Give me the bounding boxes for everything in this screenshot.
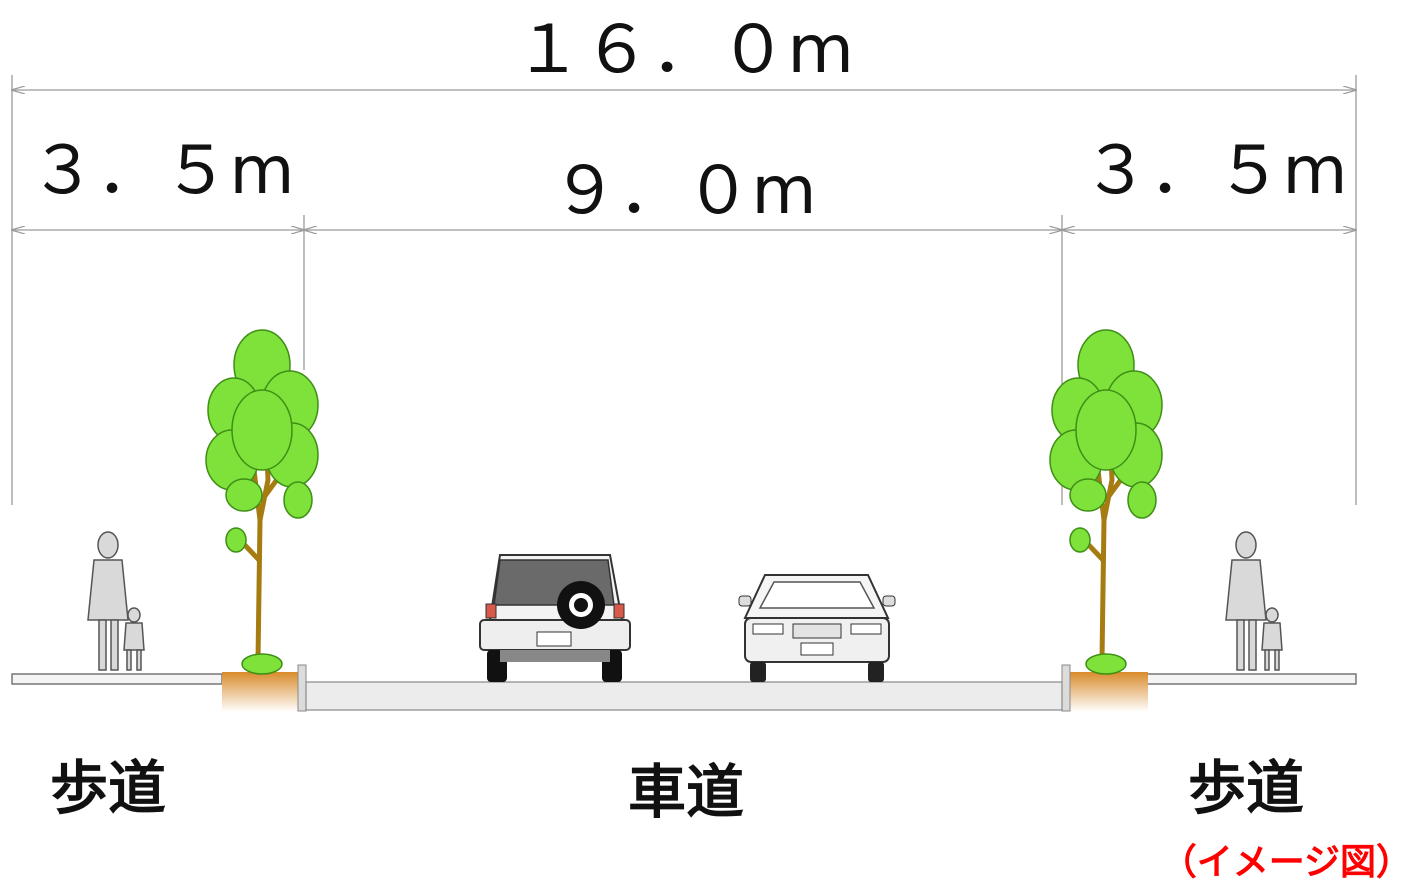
right-planter (1070, 672, 1148, 712)
left-sidewalk-width-label: ３．５m (30, 132, 295, 209)
left-sidewalk-surface (11, 673, 223, 685)
pedestrians-right (1225, 531, 1283, 671)
tree-right (1049, 329, 1163, 675)
right-sidewalk-label: 歩道 (1188, 754, 1304, 822)
left-sidewalk-label: 歩道 (50, 754, 166, 822)
left-curb (297, 664, 307, 712)
roadway-label: 車道 (628, 758, 744, 826)
left-planter (222, 672, 300, 712)
ground-profile (11, 664, 1357, 712)
right-curb (1061, 664, 1071, 712)
dimension-lines (12, 75, 1356, 505)
right-sidewalk-surface (1145, 673, 1357, 685)
suv-rear-view (479, 554, 631, 682)
total-width-label: １６．０m (514, 11, 854, 88)
right-sidewalk-width-label: ３．５m (1083, 132, 1348, 209)
roadway-width-label: ９．０m (552, 152, 817, 229)
tree-left (205, 329, 319, 675)
image-diagram-note: （イメージ図） (1161, 842, 1412, 883)
sedan-front-view (738, 574, 896, 682)
pedestrians-left (87, 531, 145, 671)
roadway-surface (305, 681, 1063, 711)
